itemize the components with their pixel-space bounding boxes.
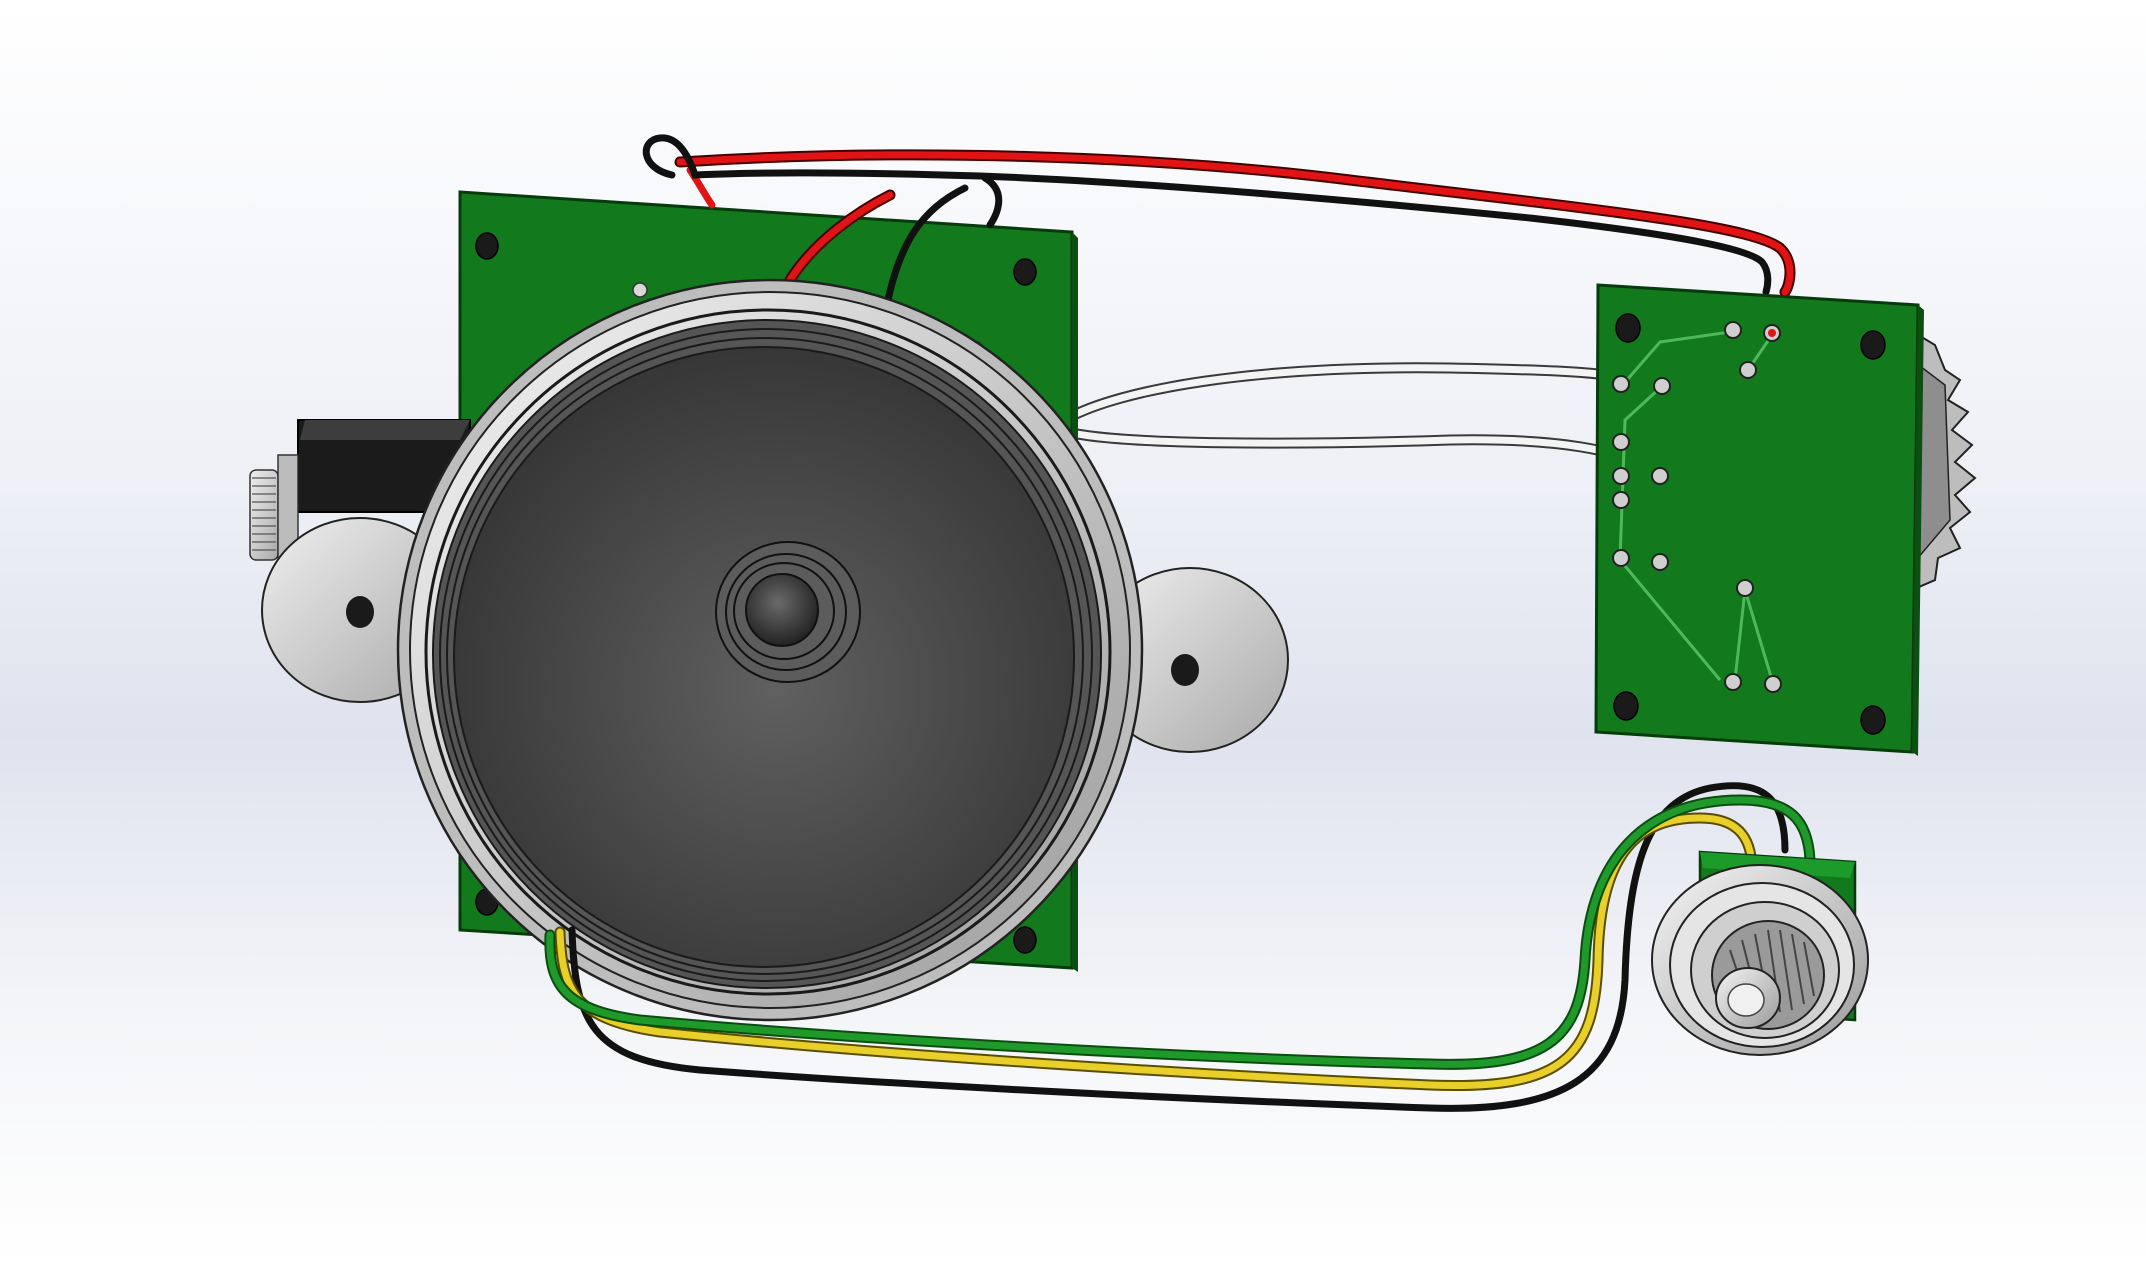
- green-wire: [544, 794, 1816, 1070]
- speaker: [396, 278, 1144, 1022]
- audio-jack: [249, 419, 471, 576]
- dust-cap: [715, 541, 861, 683]
- standoff-post: [1613, 313, 1886, 735]
- knurled-shaft: [1711, 920, 1825, 1030]
- standoff-post: [475, 232, 1037, 954]
- yellow-wire: [554, 812, 1758, 1092]
- black-wire: [568, 782, 1789, 1112]
- encoder: [1651, 850, 1869, 1056]
- solder-pad: [1612, 321, 1782, 693]
- red-wire: [674, 149, 1796, 298]
- white-wire: [1062, 362, 1666, 478]
- black-wire: [642, 134, 1772, 304]
- control-pcb: [1594, 283, 1924, 756]
